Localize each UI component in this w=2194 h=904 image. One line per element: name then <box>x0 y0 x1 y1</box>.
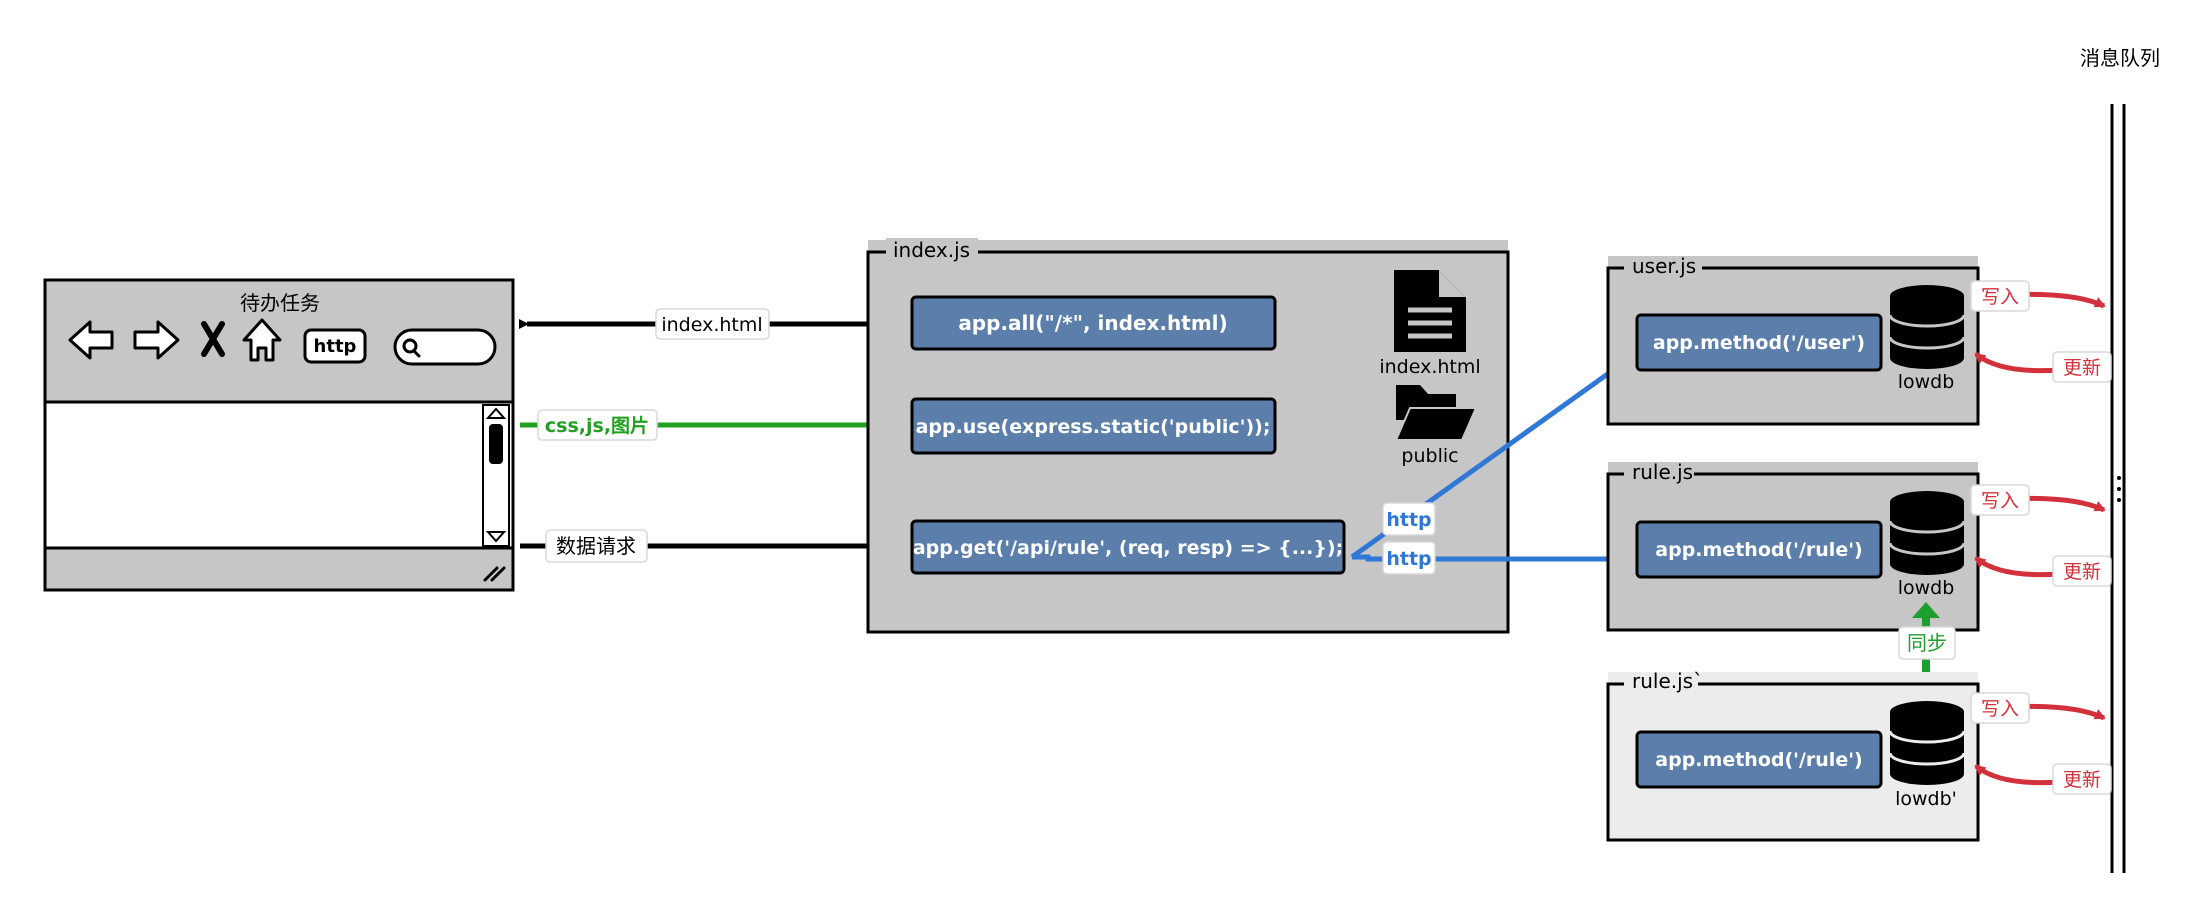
rule-replica-route-label: app.method('/rule') <box>1655 749 1862 771</box>
route-api-label: app.get('/api/rule', (req, resp) => {...… <box>913 537 1343 559</box>
route-api-box <box>910 519 1346 575</box>
scroll-down-icon[interactable] <box>485 531 507 543</box>
rule-write-label: 写入 <box>1981 490 2019 512</box>
rule-replica-route-box <box>1635 730 1883 789</box>
forward-arrow-icon[interactable] <box>133 320 180 360</box>
index-html-link-label: index.html <box>661 314 762 336</box>
rule-js-title: rule.js <box>1632 460 1693 484</box>
rule-db-label: lowdb <box>1898 577 1955 599</box>
user-update-label: 更新 <box>2063 357 2101 379</box>
user-update-arrow <box>1974 352 2061 374</box>
user-write-tag <box>1970 280 2030 312</box>
static-assets-label: css,js,图片 <box>545 414 649 437</box>
queue-title: 消息队列 <box>2080 46 2160 70</box>
index-js-container: index.js app.all("/*", index.html) app.u… <box>866 238 1510 634</box>
route-all-box <box>910 295 1277 351</box>
resize-grip-icon[interactable] <box>483 566 506 582</box>
rule-update-tag <box>2052 555 2112 587</box>
rule-update-label: 更新 <box>2063 561 2101 583</box>
static-assets-tag <box>537 409 658 441</box>
data-request-label: 数据请求 <box>556 534 636 558</box>
browser-status-bar <box>43 546 515 592</box>
database-icon <box>1888 285 1966 369</box>
index-js-title-bg <box>886 238 978 262</box>
folder-label: public <box>1401 445 1458 467</box>
address-http-button[interactable] <box>303 328 367 364</box>
home-icon[interactable] <box>242 318 282 362</box>
document-label: index.html <box>1379 356 1480 378</box>
http-user-label: http <box>1386 509 1431 531</box>
route-static-box <box>910 397 1277 455</box>
search-icon <box>402 338 421 358</box>
http-rule-label: http <box>1386 548 1431 570</box>
index-js-title: index.js <box>893 238 970 262</box>
address-http-label: http <box>314 336 357 357</box>
scrollbar[interactable] <box>482 404 510 547</box>
browser-window: 待办任务 http <box>43 278 515 592</box>
sync-arrow-head-up <box>1912 602 1940 618</box>
rule-update-arrow <box>1974 556 2061 578</box>
route-static-label: app.use(express.static('public')); <box>916 416 1271 438</box>
data-request-tag <box>545 529 648 563</box>
http-rule-arrow <box>1352 553 1634 565</box>
rule-replica-update-arrow <box>1974 764 2061 786</box>
close-icon[interactable] <box>201 321 225 357</box>
rule-replica-update-tag <box>2052 763 2112 795</box>
user-route-label: app.method('/user') <box>1653 332 1865 354</box>
rule-replica-update-label: 更新 <box>2063 769 2101 791</box>
sync-label: 同步 <box>1907 631 1947 655</box>
sync-tag <box>1898 626 1956 660</box>
rule-route-box <box>1635 520 1883 579</box>
index-html-link-tag <box>655 308 770 340</box>
user-db-label: lowdb <box>1898 371 1955 393</box>
user-update-tag <box>2052 351 2112 383</box>
back-arrow-icon[interactable] <box>68 320 114 360</box>
rule-js-replica-title-bg <box>1624 672 1698 696</box>
user-write-label: 写入 <box>1981 286 2019 308</box>
queue-more-icon <box>2117 476 2121 502</box>
user-js-title-bg <box>1624 256 1702 280</box>
http-user-tag <box>1382 502 1436 536</box>
rule-js-service: rule.js app.method('/rule') lowdb <box>1606 460 1980 632</box>
scroll-thumb[interactable] <box>489 424 503 464</box>
document-icon <box>1394 270 1466 352</box>
rule-route-label: app.method('/rule') <box>1655 539 1862 561</box>
user-js-service: user.js app.method('/user') lowdb <box>1606 254 1980 426</box>
folder-icon <box>1394 385 1478 441</box>
database-icon <box>1888 701 1966 785</box>
user-route-box <box>1635 313 1883 372</box>
search-input[interactable] <box>393 328 497 366</box>
rule-replica-write-label: 写入 <box>1981 698 2019 720</box>
route-all-label: app.all("/*", index.html) <box>958 311 1227 335</box>
rule-write-tag <box>1970 484 2030 516</box>
scroll-up-icon[interactable] <box>485 407 507 419</box>
http-rule-tag <box>1382 541 1436 575</box>
rule-js-replica-service: rule.js` app.method('/rule') lowdb' <box>1606 669 1980 842</box>
browser-title: 待办任务 <box>240 291 320 315</box>
database-icon <box>1888 491 1966 575</box>
user-js-title: user.js <box>1632 254 1696 278</box>
rule-replica-write-tag <box>1970 692 2030 724</box>
rule-replica-db-label: lowdb' <box>1895 788 1957 810</box>
rule-js-title-bg <box>1624 462 1694 486</box>
rule-js-replica-title: rule.js` <box>1632 669 1703 693</box>
